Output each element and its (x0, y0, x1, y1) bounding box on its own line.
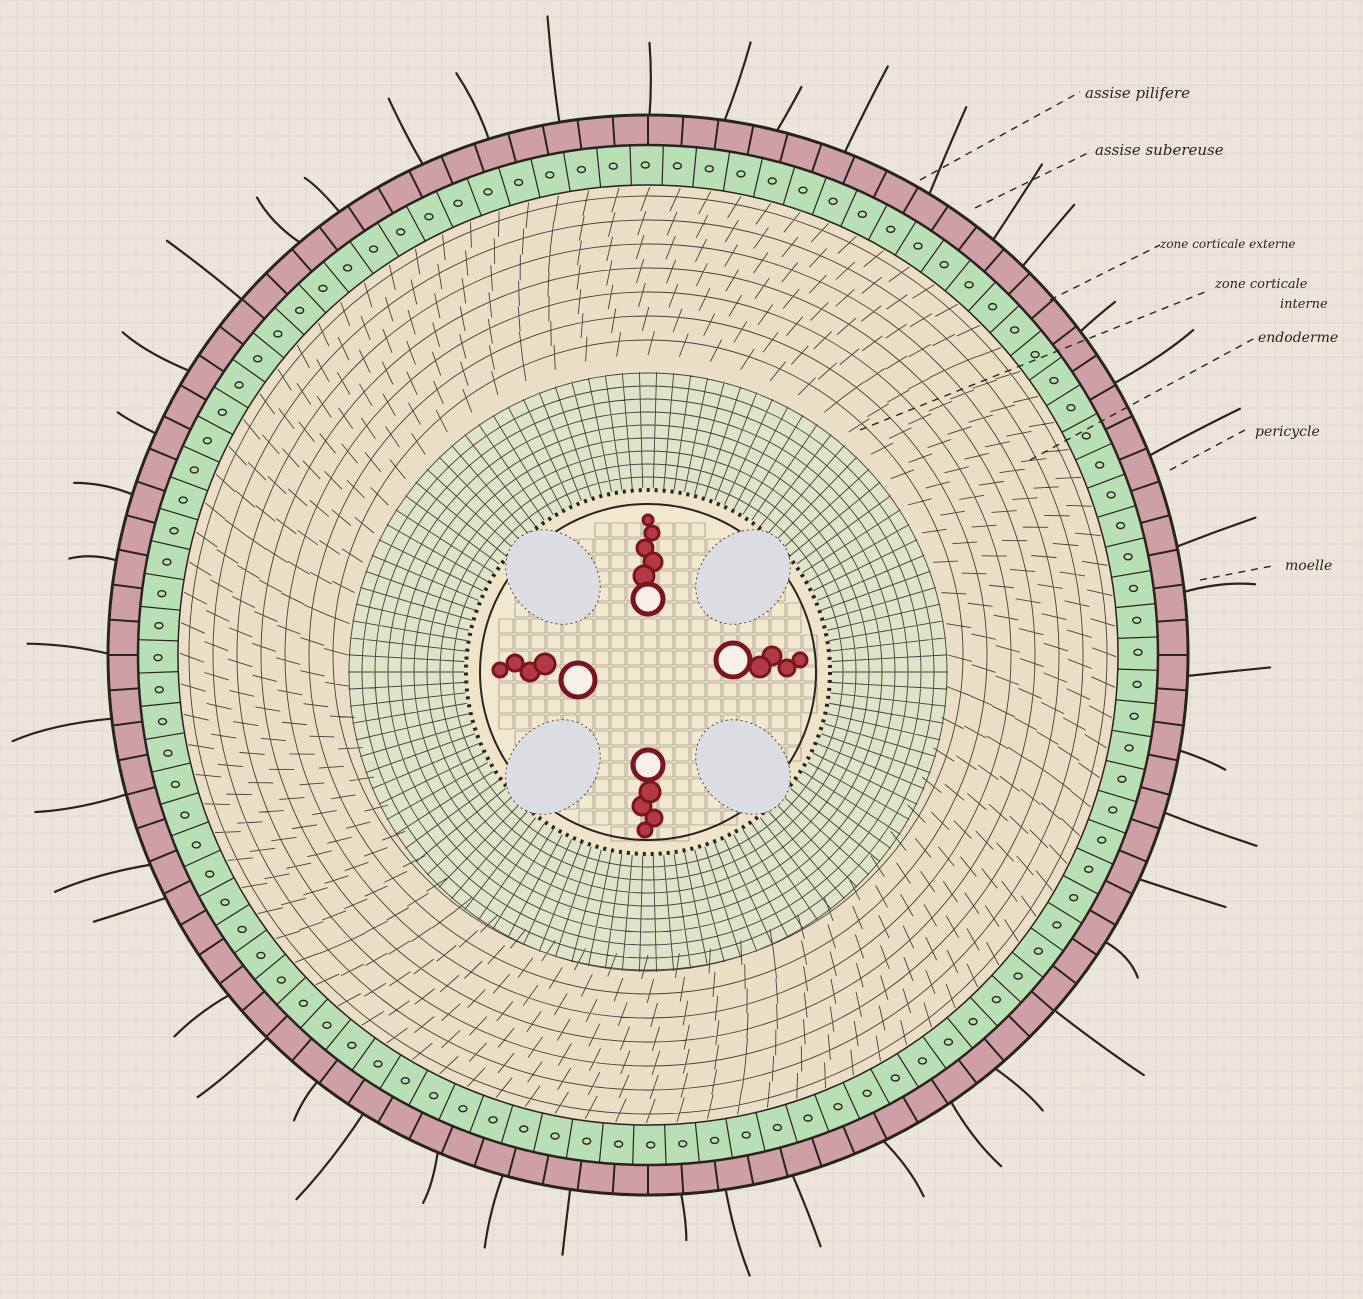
root-hair (1021, 205, 1074, 268)
label-pericycle: pericycle (1255, 424, 1320, 440)
label-assise-pilifere: assise pilifere (1085, 84, 1190, 102)
root-hair (167, 241, 243, 301)
xylem-vessel (535, 654, 555, 674)
root-hair (548, 16, 560, 124)
root-hair (55, 864, 152, 891)
label-zone-corticale-interne-line1: zone corticale (1214, 277, 1308, 292)
root-hair (681, 1192, 687, 1240)
root-hair (123, 332, 191, 371)
root-hair (485, 1173, 504, 1247)
root-hair (1053, 1009, 1144, 1075)
label-zone-corticale-externe: zone corticale externe (1159, 237, 1296, 251)
root-hair (1104, 941, 1138, 978)
root-hair (929, 107, 967, 196)
label-zone-corticale-interne-line2: interne (1280, 297, 1328, 312)
xylem-vessel (643, 515, 653, 525)
xylem-vessel (716, 643, 750, 677)
root-hair (844, 66, 888, 154)
root-hair (1186, 667, 1271, 676)
label-assise-subereuse: assise subereuse (1095, 141, 1224, 159)
root-hair (724, 42, 751, 122)
root-hair (13, 718, 114, 741)
root-hair (35, 794, 128, 812)
root-hair (776, 87, 801, 132)
label-moelle: moelle (1285, 558, 1332, 574)
root-hair (994, 1067, 1043, 1110)
root-hair (1182, 584, 1255, 593)
root-hair (296, 1112, 364, 1199)
root-hair (882, 1139, 924, 1196)
root-hair (1163, 812, 1257, 846)
root-hair (649, 43, 650, 117)
xylem-vessel (561, 663, 595, 697)
xylem-vessel (633, 584, 663, 614)
label-endoderme: endoderme (1258, 330, 1338, 346)
root-hair (28, 644, 110, 654)
root-hair (562, 1187, 570, 1254)
root-hair (1137, 879, 1225, 907)
xylem-vessel (633, 750, 663, 780)
root-hair (423, 1150, 438, 1203)
root-hair (1178, 750, 1226, 770)
xylem-vessel (779, 660, 795, 676)
root-hair (456, 73, 489, 141)
root-hair (725, 1187, 749, 1275)
root-hair (389, 99, 424, 166)
root-hair (1175, 518, 1255, 548)
xylem-vessel (493, 663, 507, 677)
xylem-vessel (645, 526, 659, 540)
xylem-vessel (750, 657, 770, 677)
root-hair (174, 994, 230, 1036)
root-hair (1148, 409, 1240, 457)
xylem-vessel (640, 782, 660, 802)
root-hair (992, 164, 1042, 241)
root-hair (257, 198, 301, 244)
root-hair (69, 556, 118, 560)
root-hair (118, 412, 158, 434)
root-hair (1079, 302, 1115, 333)
